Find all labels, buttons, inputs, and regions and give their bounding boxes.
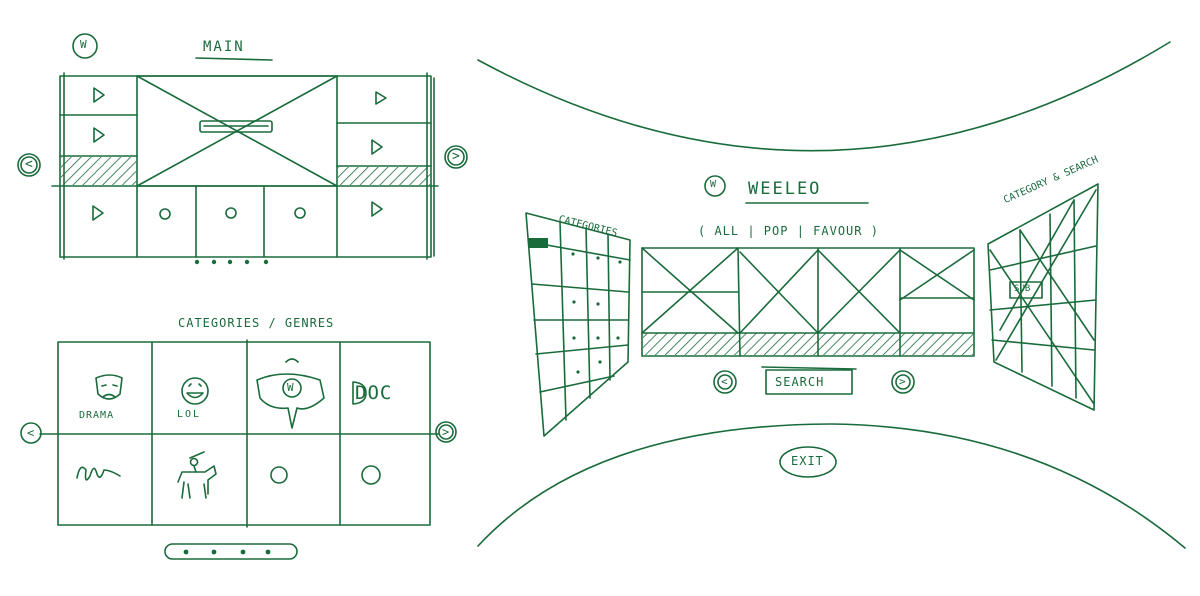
main-hero-cross	[136, 75, 338, 187]
vr-tile-cross	[641, 247, 739, 334]
main-title-underline	[195, 57, 273, 61]
vr-dome-bottom-arc	[477, 423, 1186, 549]
vr-logo-circle	[704, 175, 726, 197]
vr-next-arrow-ring	[895, 374, 911, 390]
vr-categories-panel-rule	[531, 283, 629, 293]
categories-next-arrow-icon[interactable]	[435, 421, 457, 443]
circle-placeholder-icon	[361, 465, 381, 485]
main-left-hatch	[61, 157, 136, 185]
vr-categories-scroll-marker[interactable]	[528, 238, 548, 248]
main-logo-circle	[72, 33, 98, 59]
play-icon	[375, 91, 387, 105]
vr-content-divider	[737, 247, 741, 357]
vr-categories-panel-rule	[535, 344, 629, 355]
main-prev-arrow-icon[interactable]	[17, 153, 41, 177]
categories-prev-arrow-icon[interactable]	[20, 422, 42, 444]
play-icon	[93, 87, 105, 103]
vr-search-panel-col	[1073, 199, 1077, 399]
main-hero-play-bar	[199, 120, 273, 133]
vr-prev-arrow-icon[interactable]	[713, 370, 737, 394]
main-prev-arrow-glyph[interactable]: <	[25, 157, 33, 172]
category-tile-label-drama[interactable]: DRAMA	[79, 410, 115, 421]
category-tile-logo-letter: W	[287, 381, 294, 394]
vr-search-panel-cross	[995, 189, 1097, 361]
category-tile-label-doc[interactable]: DOC	[355, 382, 393, 404]
categories-title: CATEGORIES / GENRES	[178, 316, 335, 330]
placeholder-circle-icon	[225, 207, 237, 219]
vr-categories-panel	[525, 212, 631, 437]
main-next-arrow-ring	[447, 148, 465, 166]
vr-tile-cross	[817, 249, 901, 334]
categories-next-arrow-glyph[interactable]: >	[442, 425, 450, 439]
vr-app-name: WEELEO	[748, 179, 822, 199]
vr-content-hatch	[643, 333, 973, 355]
vr-logo-letter: W	[710, 179, 717, 190]
categories-sketch	[20, 339, 457, 560]
category-tile-label-lol[interactable]: LOL	[177, 409, 202, 420]
play-icon	[93, 127, 105, 143]
vr-search-panel-rule	[989, 299, 1097, 311]
play-icon	[92, 205, 104, 221]
main-hero-frame	[136, 75, 338, 187]
vr-tile-cross	[899, 249, 975, 301]
logo-badge-icon	[256, 358, 325, 429]
horse-rider-icon	[177, 451, 217, 499]
vr-categories-panel-col	[607, 233, 611, 381]
vr-search-button[interactable]: SEARCH	[775, 375, 825, 389]
main-next-arrow-icon[interactable]	[444, 145, 468, 169]
drama-mask-icon	[95, 374, 123, 400]
vr-search-button-overhang	[761, 366, 857, 370]
vr-next-arrow-icon[interactable]	[891, 370, 915, 394]
vr-search-panel-cross	[989, 249, 1095, 405]
main-prev-arrow-ring	[20, 156, 38, 174]
play-icon	[371, 139, 383, 155]
vr-sub-button[interactable]: SUB	[1014, 284, 1031, 294]
categories-pagination-dots	[183, 549, 271, 555]
main-title: MAIN	[203, 39, 245, 55]
main-sketch	[17, 33, 468, 265]
vr-categories-panel-col	[585, 227, 591, 399]
main-logo-letter: W	[80, 38, 87, 51]
vr-search-panel-col	[1019, 229, 1023, 373]
main-next-arrow-glyph[interactable]: >	[452, 149, 460, 164]
vr-search-panel-rule	[991, 339, 1095, 351]
vr-categories-panel-col	[559, 221, 567, 421]
vr-search-button-frame[interactable]	[765, 369, 853, 395]
placeholder-circle-icon	[159, 208, 171, 220]
vr-search-panel-cross	[999, 199, 1075, 331]
categories-next-arrow-ring	[438, 424, 454, 440]
placeholder-circle-icon	[294, 207, 306, 219]
laughing-face-icon	[181, 377, 209, 405]
vr-sketch	[477, 41, 1186, 549]
vr-filter-tabs[interactable]: ( ALL | POP | FAVOUR )	[698, 224, 879, 238]
main-pagination-dots[interactable]	[194, 259, 269, 265]
vr-exit-button[interactable]: EXIT	[791, 454, 824, 468]
vr-prev-arrow-ring	[717, 374, 733, 390]
vr-search-panel-cross	[1019, 229, 1095, 341]
main-right-hatch	[338, 167, 430, 185]
vr-next-arrow-glyph[interactable]: >	[899, 375, 906, 388]
categories-prev-arrow-glyph[interactable]: <	[27, 426, 35, 440]
circle-placeholder-icon	[270, 466, 288, 484]
categories-pagination[interactable]	[164, 543, 298, 560]
vr-tile-cross	[739, 249, 819, 334]
vr-exit-button-frame[interactable]	[779, 446, 837, 478]
vr-search-panel	[987, 183, 1099, 411]
vr-prev-arrow-glyph[interactable]: <	[721, 375, 728, 388]
signature-scribble-icon	[76, 466, 121, 481]
play-icon	[371, 201, 383, 217]
vr-sub-button-frame[interactable]	[1009, 281, 1043, 299]
vr-search-panel-rule	[989, 245, 1097, 271]
doc-text-icon	[352, 381, 367, 405]
vr-categories-panel-rule	[539, 375, 615, 393]
vr-categories-panel-dots	[571, 252, 622, 374]
vr-dome-top-arc	[477, 41, 1171, 152]
vr-content-panel	[641, 247, 975, 357]
